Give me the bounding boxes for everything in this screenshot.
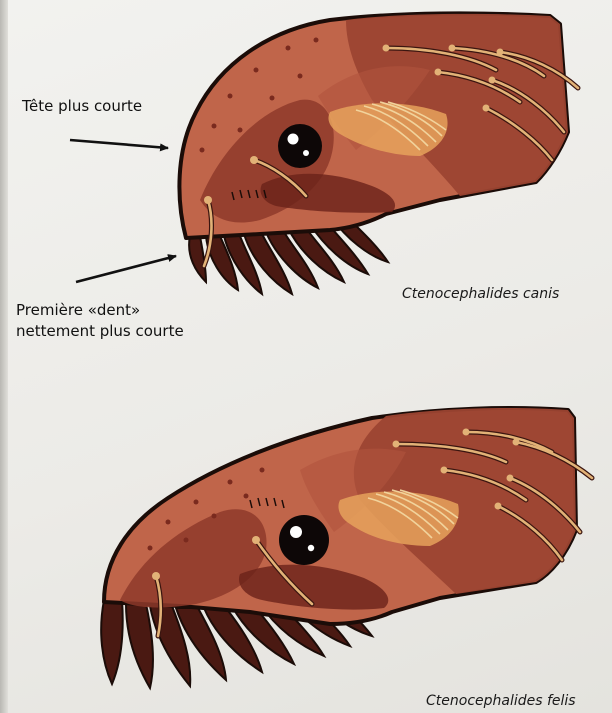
- felis-eye: [279, 515, 329, 565]
- canis-head: [179, 13, 578, 294]
- tooth-arrow: [76, 256, 176, 282]
- head-arrow: [70, 140, 168, 148]
- label-head-shorter: Tête plus courte: [22, 96, 142, 117]
- canis-eye: [278, 124, 322, 168]
- label-first-tooth: Première «dent» nettement plus courte: [16, 300, 184, 342]
- label-first-tooth-line1: Première «dent»: [16, 300, 184, 321]
- felis-head: [101, 408, 592, 688]
- species-name-canis: Ctenocephalides canis: [402, 286, 559, 302]
- species-name-felis: Ctenocephalides felis: [426, 693, 576, 709]
- label-head-shorter-text: Tête plus courte: [22, 97, 142, 115]
- label-first-tooth-line2: nettement plus courte: [16, 321, 184, 342]
